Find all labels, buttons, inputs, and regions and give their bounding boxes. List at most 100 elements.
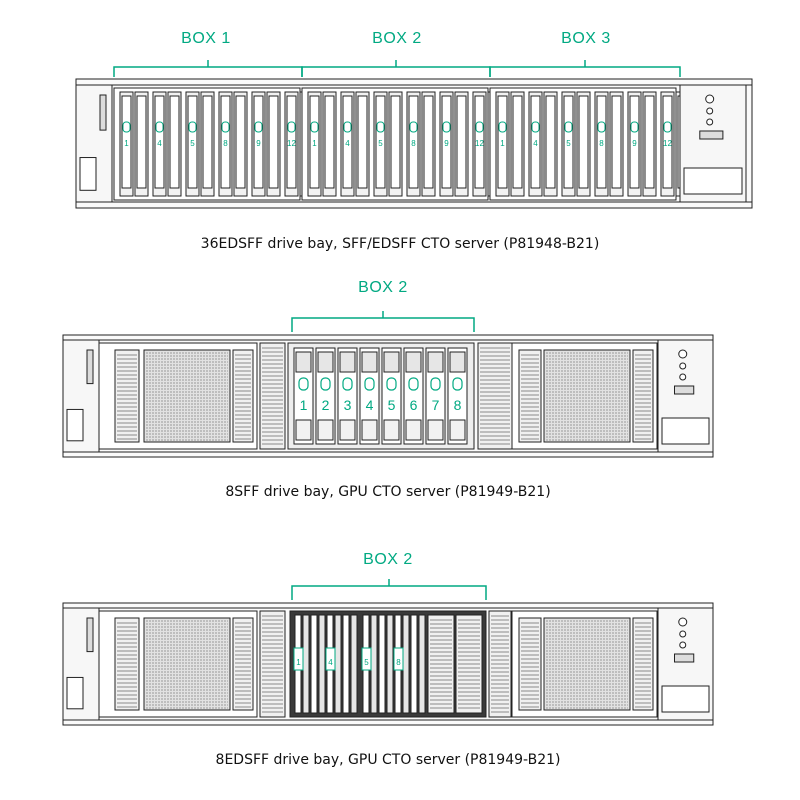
vent-strip-slot xyxy=(117,626,137,628)
vent-strip-slot xyxy=(262,623,283,625)
usb-port-icon xyxy=(674,385,695,395)
drive-led-icon xyxy=(475,121,484,133)
vent-strip-slot xyxy=(117,394,137,396)
vent-strip-slot xyxy=(235,374,251,376)
vent-strip-slot xyxy=(262,671,283,673)
vent-strip-slot xyxy=(521,658,539,660)
vent-strip-slot xyxy=(235,650,251,652)
vent-strip-slot xyxy=(235,354,251,356)
vent-strip xyxy=(114,617,140,711)
vent-strip-slot xyxy=(117,354,137,356)
drive-tray-bottom xyxy=(427,419,444,441)
drive-carrier xyxy=(324,95,335,189)
vent-strip-slot xyxy=(262,443,283,445)
vent-strip-slot xyxy=(235,434,251,436)
vent-strip-slot xyxy=(117,378,137,380)
vent-strip-slot xyxy=(491,695,509,697)
vent-strip-slot xyxy=(491,687,509,689)
vent-strip-slot xyxy=(430,699,452,701)
vent-strip-slot xyxy=(521,386,539,388)
drive-led-icon xyxy=(663,121,672,133)
vent-strip-slot xyxy=(635,682,651,684)
vent-strip-slot xyxy=(480,351,510,353)
vent-strip-slot xyxy=(458,655,480,657)
box-brackets xyxy=(291,311,475,332)
vent-strip-slot xyxy=(430,671,452,673)
drive-carrier xyxy=(342,95,353,189)
vent-strip-slot xyxy=(635,662,651,664)
vent-strip-slot xyxy=(117,646,137,648)
vent-strip-slot xyxy=(521,410,539,412)
vent-strip-slot xyxy=(117,662,137,664)
vent-strip-slot xyxy=(262,695,283,697)
vent-strip-slot xyxy=(458,679,480,681)
drive-led-icon xyxy=(564,121,573,133)
box-bracket xyxy=(489,66,681,77)
vent-strip-slot xyxy=(491,699,509,701)
drive-carrier xyxy=(512,95,523,189)
uid-button-icon xyxy=(706,107,714,115)
vent-strip-slot xyxy=(262,411,283,413)
vent-strip-slot xyxy=(491,647,509,649)
vent-strip xyxy=(477,342,513,450)
drive-bay-4: 4 xyxy=(359,347,380,445)
vent-strip-slot xyxy=(430,707,452,709)
vent-strip-slot xyxy=(117,406,137,408)
vent-strip-slot xyxy=(430,687,452,689)
drive-led-icon xyxy=(343,121,352,133)
drive-carrier xyxy=(545,95,556,189)
vent-strip-slot xyxy=(521,678,539,680)
box-label-3: BOX 3 xyxy=(561,30,611,47)
vent-strip-slot xyxy=(480,395,510,397)
box-label-2: BOX 2 xyxy=(363,551,413,568)
vent-strip-slot xyxy=(480,379,510,381)
drive-led-icon xyxy=(630,121,639,133)
vent-strip-slot xyxy=(262,407,283,409)
usb-port-icon xyxy=(674,653,695,663)
vent-strip-slot xyxy=(635,374,651,376)
drive-led-icon xyxy=(122,121,131,133)
vent-strip-slot xyxy=(635,382,651,384)
vent-strip-slot xyxy=(480,355,510,357)
vent-strip-slot xyxy=(235,642,251,644)
vent-strip-slot xyxy=(480,399,510,401)
edsff-bay xyxy=(342,614,350,714)
bay-number: 9 xyxy=(632,139,637,148)
vent-strip-slot xyxy=(117,706,137,708)
vent-strip-slot xyxy=(458,639,480,641)
vent-strip-slot xyxy=(262,359,283,361)
front-control-panel xyxy=(657,607,714,721)
vent-strip-slot xyxy=(117,642,137,644)
vent-strip-slot xyxy=(521,362,539,364)
health-led-icon xyxy=(679,641,687,649)
vent-strip-slot xyxy=(235,394,251,396)
vent-strip-slot xyxy=(430,623,452,625)
vent-strip-slot xyxy=(262,687,283,689)
drive-latch xyxy=(449,351,466,373)
vent-strip-slot xyxy=(635,370,651,372)
bay-number: 8 xyxy=(396,658,401,667)
edsff-bay xyxy=(310,614,318,714)
vent-strip-slot xyxy=(117,426,137,428)
vent-strip-slot xyxy=(430,639,452,641)
vent-strip-slot xyxy=(262,667,283,669)
vent-strip-slot xyxy=(521,622,539,624)
drive-latch xyxy=(295,351,312,373)
vent-strip-slot xyxy=(262,707,283,709)
vent-strip-slot xyxy=(235,402,251,404)
vent-strip-slot xyxy=(235,366,251,368)
vent-strip-slot xyxy=(491,635,509,637)
bay-number: 1 xyxy=(312,139,317,148)
vent-strip-slot xyxy=(117,410,137,412)
bay-number: 4 xyxy=(533,139,538,148)
box-brackets xyxy=(113,60,681,77)
vent-strip-slot xyxy=(262,635,283,637)
vent-strip-slot xyxy=(235,662,251,664)
vent-strip-slot xyxy=(491,627,509,629)
drive-led-icon xyxy=(320,377,331,391)
vent-strip-slot xyxy=(262,655,283,657)
